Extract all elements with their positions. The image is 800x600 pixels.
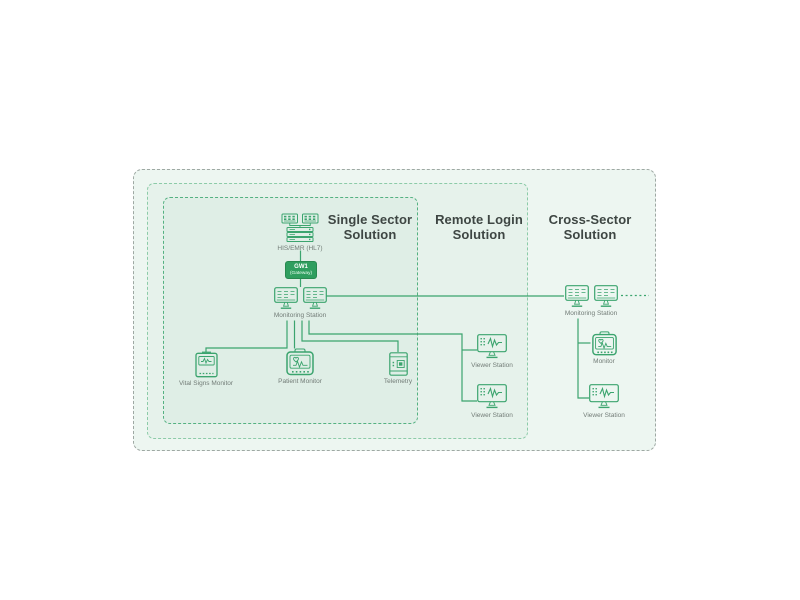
viewer-station-icon	[477, 334, 507, 359]
server-icon	[281, 213, 319, 242]
viewer-station-label: Viewer Station	[583, 412, 625, 419]
monitoring-station-label: Monitoring Station	[564, 310, 618, 317]
monitoring-monitor-icon	[564, 285, 589, 307]
viewer-station-label: Viewer Station	[471, 362, 513, 369]
patient-monitor-icon	[591, 331, 617, 356]
node-gateway: GW1 (Gateway)	[285, 261, 317, 279]
viewer-station-label: Viewer Station	[471, 412, 513, 419]
vital-signs-monitor-icon	[194, 351, 218, 378]
gateway-sublabel: (Gateway)	[289, 270, 313, 276]
monitoring-monitor-icon	[273, 287, 298, 309]
telemetry-icon	[388, 352, 408, 376]
patient-monitor-icon	[286, 348, 314, 376]
patient-monitor-label: Patient Monitor	[278, 378, 322, 385]
monitoring-monitor-icon	[593, 285, 618, 307]
title-remote-login: Remote Login Solution	[435, 212, 523, 242]
title-single-sector: Single Sector Solution	[327, 212, 413, 242]
monitoring-station-label: Monitoring Station	[273, 312, 327, 319]
viewer-station-icon	[589, 384, 619, 409]
title-cross-sector: Cross-Sector Solution	[548, 212, 632, 242]
vital-signs-monitor-label: Vital Signs Monitor	[178, 380, 234, 387]
gateway-label: GW1	[294, 263, 308, 270]
telemetry-label: Telemetry	[383, 378, 413, 385]
monitoring-monitor-icon	[302, 287, 327, 309]
monitor-label: Monitor	[593, 358, 615, 365]
viewer-station-icon	[477, 384, 507, 409]
his-emr-label: HIS/EMR (HL7)	[277, 245, 323, 252]
